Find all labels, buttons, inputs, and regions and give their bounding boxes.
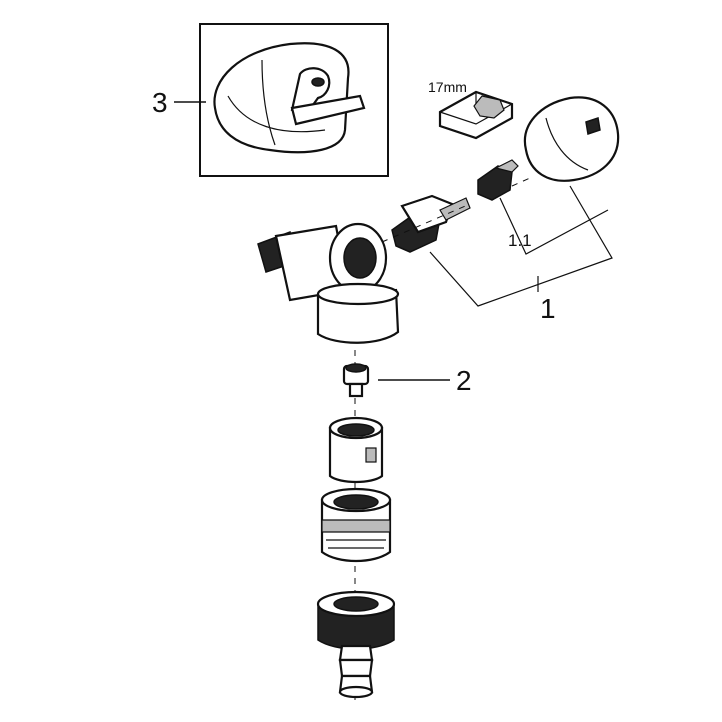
handle-part [213,42,366,154]
bracket-1 [429,185,613,307]
callout-3: 3 [152,87,206,118]
cartridge-headpart [391,194,471,253]
hose-tail [338,644,374,699]
callout-label-1-1: 1.1 [508,231,532,250]
wrench-size-label: 17mm [428,79,467,95]
socket-key: 17mm [428,79,514,140]
callout-1-1: 1.1 [508,231,532,250]
valve-body [257,222,400,344]
cap-part [523,96,620,182]
handle-inset [199,23,389,177]
callout-label-3: 3 [152,87,168,118]
callout-label-2: 2 [456,365,472,396]
spindle-small [477,159,519,201]
threaded-connector [320,487,392,562]
insert-part [342,363,370,398]
callout-2: 2 [378,365,472,396]
check-valve-part [328,416,384,484]
callout-label-1: 1 [540,293,556,324]
callout-1: 1 [540,293,556,324]
hose-nut [316,590,396,650]
